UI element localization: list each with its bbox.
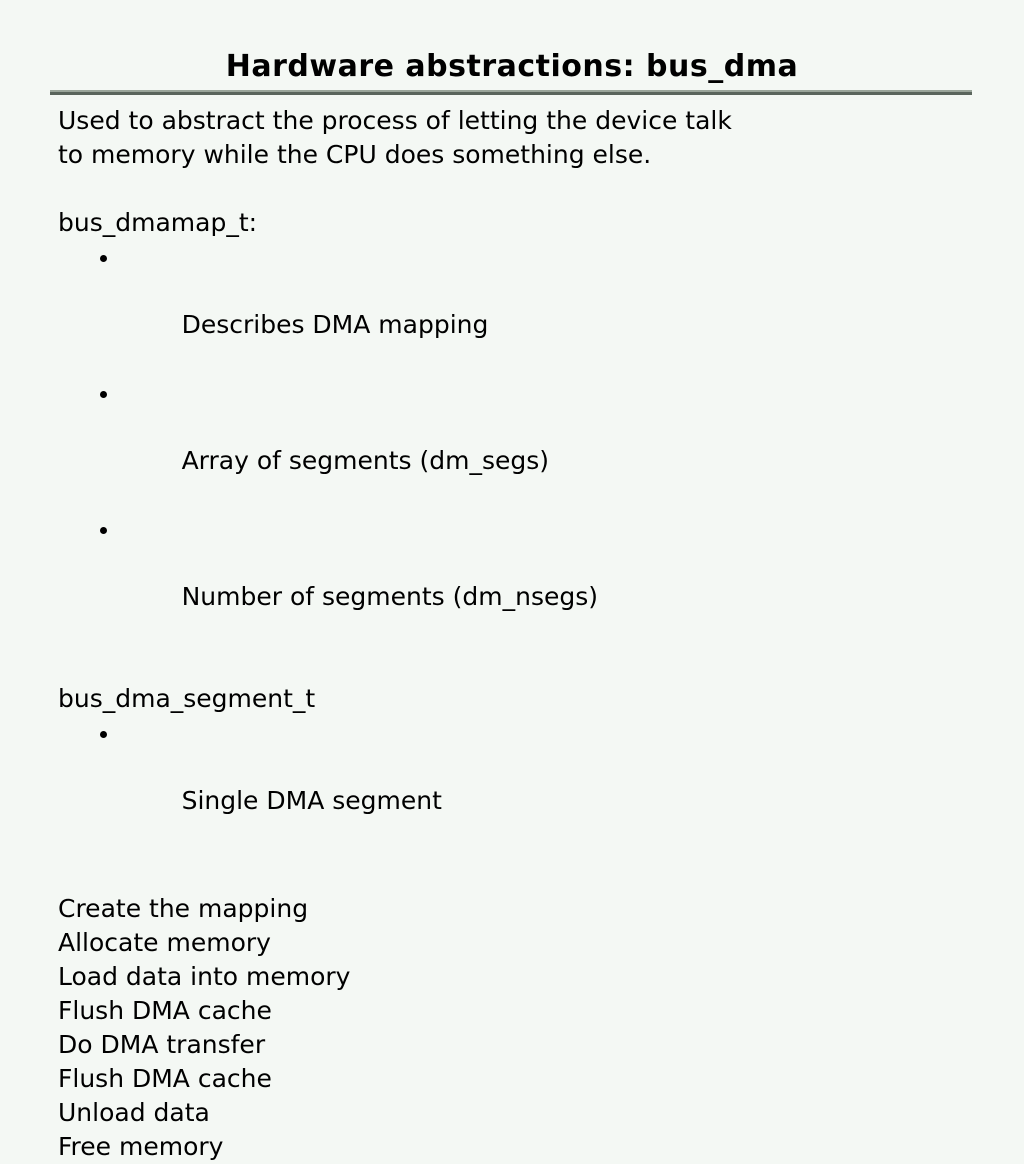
page-title: Hardware abstractions: bus_dma xyxy=(225,49,799,84)
dma-procedure-list: Create the mapping Allocate memory Load … xyxy=(58,892,988,1164)
divider-shadow xyxy=(50,92,972,95)
list-item-label: Number of segments (dm_nsegs) xyxy=(181,582,598,611)
list-item-label: Describes DMA mapping xyxy=(181,310,489,339)
list-item: Create the mapping xyxy=(58,894,309,923)
list-item: Describes DMA mapping xyxy=(58,240,988,376)
list-item-label: Array of segments (dm_segs) xyxy=(181,446,550,475)
intro-line-2: to memory while the CPU does something e… xyxy=(58,140,652,169)
bullet-icon xyxy=(100,731,107,738)
bullet-list-bus-dma-segment-t: Single DMA segment xyxy=(58,716,988,852)
list-item: Allocate memory xyxy=(58,928,271,957)
list-item-label: Single DMA segment xyxy=(181,786,442,815)
bullet-icon xyxy=(100,391,107,398)
list-item: Free memory xyxy=(58,1132,224,1161)
spacer xyxy=(58,172,988,206)
divider-highlight xyxy=(50,90,972,92)
spacer xyxy=(58,852,988,892)
list-item: Load data into memory xyxy=(58,962,351,991)
list-item: Array of segments (dm_segs) xyxy=(58,376,988,512)
list-item: Flush DMA cache xyxy=(58,1064,272,1093)
title-divider xyxy=(50,90,972,95)
list-item: Flush DMA cache xyxy=(58,996,272,1025)
list-item: Single DMA segment xyxy=(58,716,988,852)
bullet-icon xyxy=(100,255,107,262)
slide: Hardware abstractions: bus_dma Used to a… xyxy=(50,49,972,1161)
bullet-icon xyxy=(100,527,107,534)
list-item: Unload data xyxy=(58,1098,210,1127)
list-item: Do DMA transfer xyxy=(58,1030,266,1059)
bullet-list-bus-dmamap-t: Describes DMA mapping Array of segments … xyxy=(58,240,988,648)
spacer xyxy=(58,648,988,682)
list-item: Number of segments (dm_nsegs) xyxy=(58,512,988,648)
intro-line-1: Used to abstract the process of letting … xyxy=(58,106,732,135)
section-heading-bus-dmamap-t: bus_dmamap_t: xyxy=(58,208,258,237)
section-heading-bus-dma-segment-t: bus_dma_segment_t xyxy=(58,684,316,713)
slide-body: Used to abstract the process of letting … xyxy=(58,104,988,1164)
